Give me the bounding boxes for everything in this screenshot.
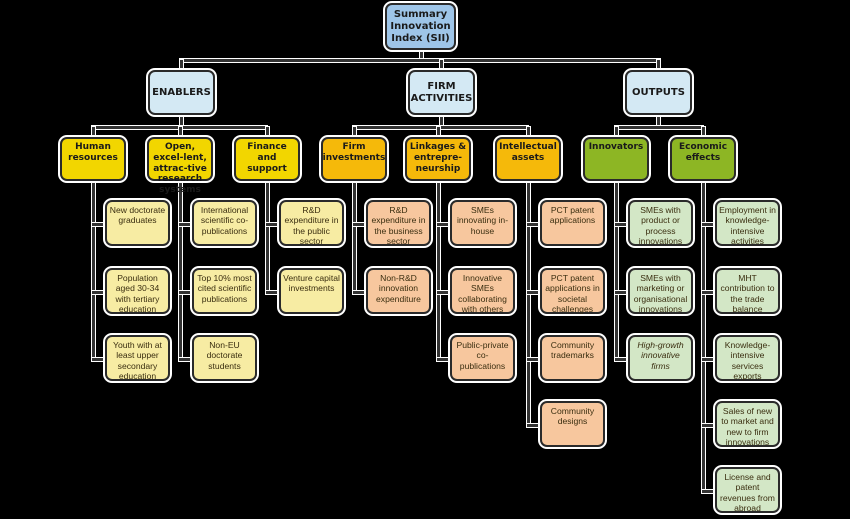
connector-line: [437, 181, 440, 360]
indicator-box: Public-private co-publications: [450, 335, 515, 381]
indicator-box: Venture capital investments: [279, 268, 344, 314]
indicator-box: SMEs with marketing or organisational in…: [628, 268, 693, 314]
connector-line: [437, 358, 450, 361]
connector-line: [615, 126, 703, 129]
indicator-box: High-growth innovative firms: [628, 335, 693, 381]
connector-line: [266, 181, 269, 293]
indicator-box: Population aged 30-34 with tertiary educ…: [105, 268, 170, 314]
connector-line: [266, 127, 269, 137]
connector-line: [180, 60, 183, 70]
connector-line: [702, 127, 705, 137]
connector-line: [527, 424, 540, 427]
connector-line: [92, 358, 105, 361]
connector-line: [615, 223, 628, 226]
connector-line: [180, 59, 660, 62]
connector-line: [179, 223, 192, 226]
connector-line: [440, 60, 443, 70]
group-box-enablers: ENABLERS: [148, 70, 215, 115]
connector-line: [702, 490, 715, 493]
connector-line: [702, 291, 715, 294]
indicator-box: Non-EU doctorate students: [192, 335, 257, 381]
connector-line: [615, 181, 618, 360]
connector-line: [92, 223, 105, 226]
indicator-box: Youth with at least upper secondary educ…: [105, 335, 170, 381]
connector-line: [92, 181, 95, 360]
dimension-box: Human resources: [60, 137, 126, 181]
indicator-box: R&D expenditure in the public sector: [279, 200, 344, 246]
indicator-box: Non-R&D innovation expenditure: [366, 268, 431, 314]
connector-line: [420, 50, 423, 60]
connector-line: [702, 358, 715, 361]
root-box-sii: Summary Innovation Index (SII): [385, 3, 456, 50]
indicator-box: Innovative SMEs collaborating with other…: [450, 268, 515, 314]
connector-line: [179, 181, 182, 360]
connector-line: [179, 291, 192, 294]
connector-line: [353, 291, 366, 294]
connector-line: [180, 115, 183, 127]
connector-line: [657, 115, 660, 127]
connector-line: [266, 223, 279, 226]
connector-line: [702, 424, 715, 427]
connector-line: [92, 291, 105, 294]
connector-line: [702, 223, 715, 226]
dimension-box: Firm investments: [321, 137, 387, 181]
indicator-box: MHT contribution to the trade balance: [715, 268, 780, 314]
dimension-box: Innovators: [583, 137, 649, 181]
connector-line: [527, 127, 530, 137]
connector-line: [437, 291, 450, 294]
connector-line: [437, 223, 450, 226]
indicator-box: PCT patent applications in societal chal…: [540, 268, 605, 314]
connector-line: [179, 358, 192, 361]
indicator-box: Knowledge-intensive services exports: [715, 335, 780, 381]
indicator-box: SMEs with product or process innovations: [628, 200, 693, 246]
connector-line: [437, 127, 440, 137]
indicator-box: Employment in knowledge-intensive activi…: [715, 200, 780, 246]
dimension-box: Open, excel-lent, attrac-tive research s…: [147, 137, 213, 195]
dimension-box: Intellectual assets: [495, 137, 561, 181]
connector-line: [527, 358, 540, 361]
connector-line: [615, 127, 618, 137]
indicator-box: License and patent revenues from abroad: [715, 467, 780, 513]
connector-line: [353, 127, 356, 137]
connector-line: [615, 358, 628, 361]
dimension-box: Linkages & entrepre-neurship: [405, 137, 471, 181]
indicator-box: R&D expenditure in the business sector: [366, 200, 431, 246]
dimension-box: Finance and support: [234, 137, 300, 181]
indicator-box: Community trademarks: [540, 335, 605, 381]
indicator-box: Top 10% most cited scientific publicatio…: [192, 268, 257, 314]
connector-line: [527, 223, 540, 226]
connector-line: [266, 291, 279, 294]
connector-line: [615, 291, 628, 294]
indicator-box: Sales of new to market and new to firm i…: [715, 401, 780, 447]
group-box-firm-activities: FIRM ACTIVITIES: [408, 70, 475, 115]
connector-line: [353, 223, 366, 226]
connector-line: [353, 181, 356, 293]
connector-line: [353, 126, 528, 129]
connector-line: [92, 127, 95, 137]
group-box-outputs: OUTPUTS: [625, 70, 692, 115]
connector-line: [527, 291, 540, 294]
indicator-box: SMEs innovating in-house: [450, 200, 515, 246]
indicator-box: Community designs: [540, 401, 605, 447]
connector-line: [440, 115, 443, 127]
indicator-box: New doctorate graduates: [105, 200, 170, 246]
dimension-box: Economic effects: [670, 137, 736, 181]
connector-line: [527, 181, 530, 426]
connector-line: [179, 127, 182, 137]
indicator-box: PCT patent applications: [540, 200, 605, 246]
indicator-box: International scientific co-publications: [192, 200, 257, 246]
connector-line: [657, 60, 660, 70]
connector-line: [702, 181, 705, 492]
